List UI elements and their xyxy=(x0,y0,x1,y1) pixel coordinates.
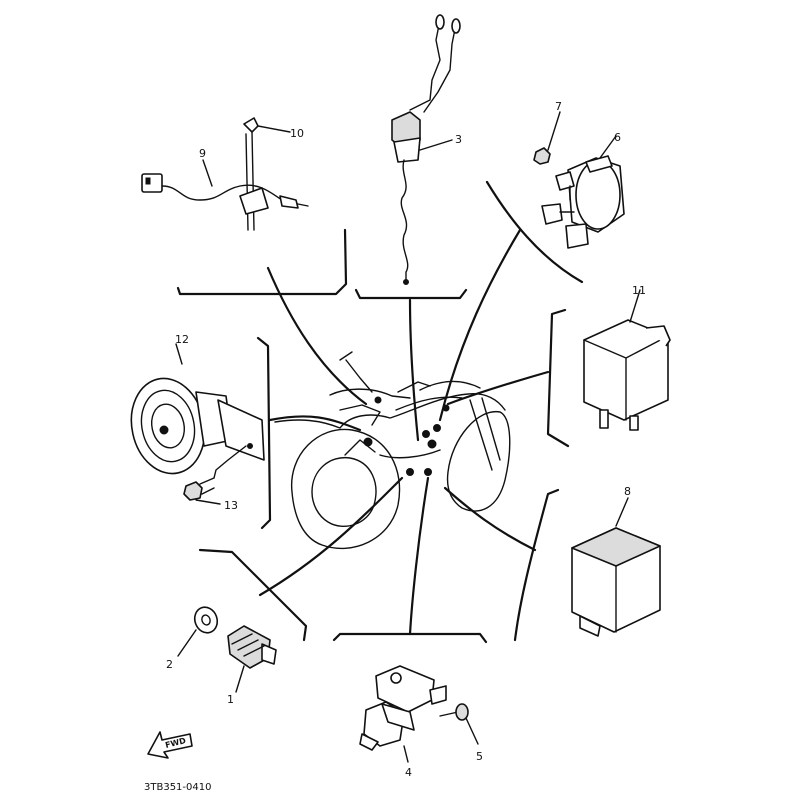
part-4-main-switch xyxy=(359,665,447,763)
part-12-horn xyxy=(130,343,265,479)
part-label-2: 2 xyxy=(166,658,173,671)
part-label-5: 5 xyxy=(476,750,483,763)
leader-lines xyxy=(176,180,584,644)
motorcycle-outline xyxy=(274,351,511,550)
part-label-6: 6 xyxy=(614,131,621,144)
part-3-switch xyxy=(391,14,461,285)
part-label-13: 13 xyxy=(224,499,238,512)
part-label-1: 1 xyxy=(227,693,234,706)
part-label-9: 9 xyxy=(199,147,206,160)
part-10-cable-tie xyxy=(239,117,291,231)
part-13-bolt xyxy=(183,477,221,505)
part-11-relay-unit xyxy=(583,289,671,431)
part-label-4: 4 xyxy=(405,766,412,779)
part-7-nut xyxy=(533,111,561,165)
part-1-switch xyxy=(227,625,277,693)
forward-arrow-icon: FWD xyxy=(147,731,193,759)
part-label-8: 8 xyxy=(624,485,631,498)
part-label-10: 10 xyxy=(290,127,304,140)
part-label-11: 11 xyxy=(632,284,646,297)
part-label-3: 3 xyxy=(455,133,462,146)
part-8-relay xyxy=(571,497,661,637)
part-9-lead-wire xyxy=(141,159,309,209)
part-2-washer xyxy=(177,606,219,657)
part-number-labels: 1 2 3 4 5 6 7 8 9 10 11 12 13 xyxy=(166,100,646,779)
part-5-screw xyxy=(439,703,479,745)
part-label-7: 7 xyxy=(555,100,562,113)
diagram-code: 3TB351-0410 xyxy=(144,782,211,793)
part-label-12: 12 xyxy=(175,333,189,346)
part-6-relay xyxy=(541,135,625,249)
